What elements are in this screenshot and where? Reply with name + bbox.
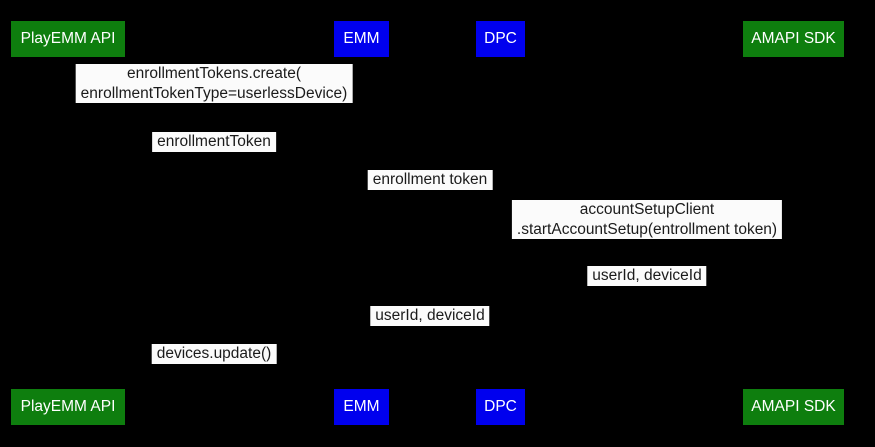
message-enrollment-token-return: enrollmentToken xyxy=(152,132,276,152)
actor-amapi-sdk-bottom: AMAPI SDK xyxy=(743,389,844,425)
message-line: enrollment token xyxy=(372,171,488,188)
message-line: .startAccountSetup(entrollment token) xyxy=(516,220,778,238)
actor-amapi-sdk-top: AMAPI SDK xyxy=(743,21,844,57)
actor-dpc-top: DPC xyxy=(476,21,525,57)
message-line: devices.update() xyxy=(156,345,272,362)
message-devices-update: devices.update() xyxy=(151,344,277,364)
message-line: enrollmentToken xyxy=(157,133,271,150)
message-line: userId, deviceId xyxy=(375,307,485,324)
message-start-account-setup: accountSetupClient .startAccountSetup(en… xyxy=(511,200,783,239)
message-line: enrollmentTokenType=userlessDevice) xyxy=(80,84,348,102)
actor-dpc-bottom: DPC xyxy=(476,389,525,425)
message-userid-deviceid-to-dpc: userId, deviceId xyxy=(587,266,707,286)
message-enrollment-token-to-dpc: enrollment token xyxy=(367,170,493,190)
message-line: accountSetupClient xyxy=(579,201,715,218)
actor-playemm-api-bottom: PlayEMM API xyxy=(11,389,125,425)
message-line: enrollmentTokens.create( xyxy=(126,65,302,82)
message-enrollment-tokens-create: enrollmentTokens.create( enrollmentToken… xyxy=(75,64,353,103)
actor-playemm-api-top: PlayEMM API xyxy=(11,21,125,57)
message-line: userId, deviceId xyxy=(592,267,702,284)
actor-emm-top: EMM xyxy=(334,21,389,57)
message-userid-deviceid-to-emm: userId, deviceId xyxy=(370,306,490,326)
actor-emm-bottom: EMM xyxy=(334,389,389,425)
